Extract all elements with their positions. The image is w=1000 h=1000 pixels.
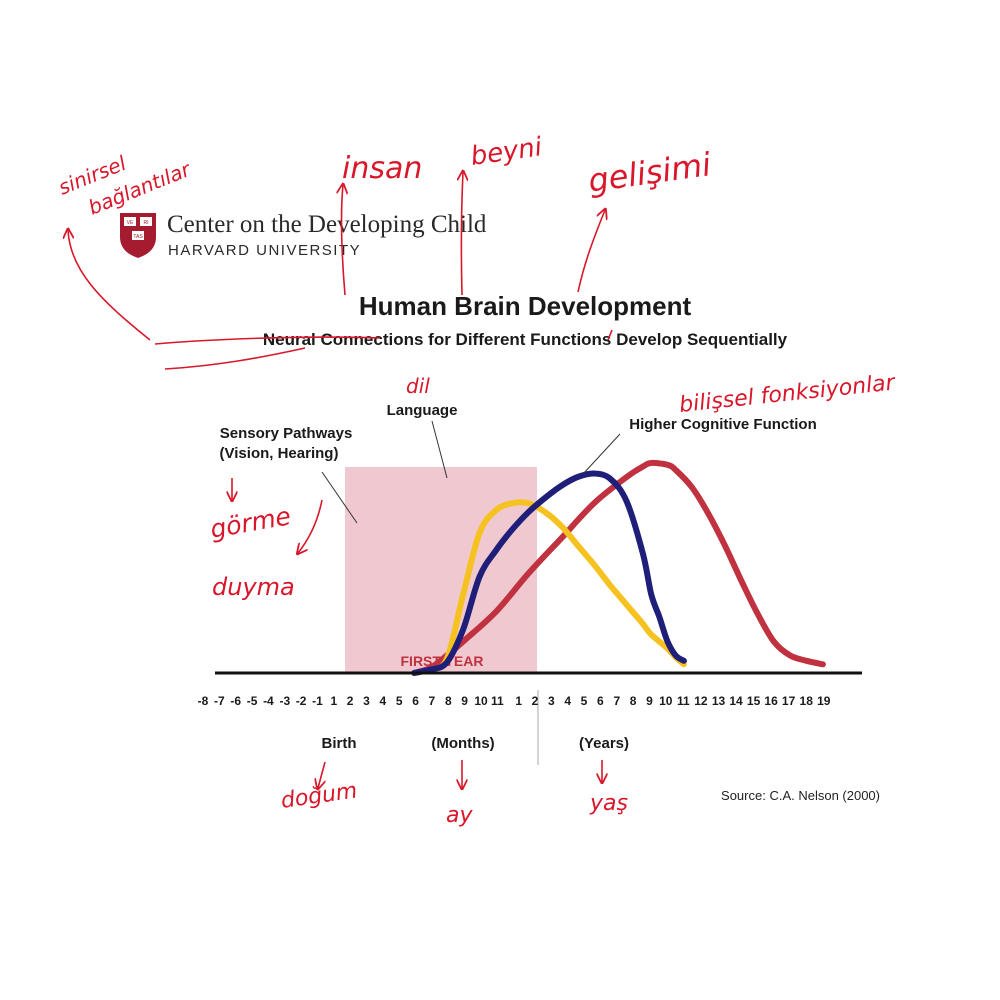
- x-tick-label: -8: [198, 694, 209, 708]
- series-cognitive-line: [411, 459, 826, 676]
- underline-neural-connections: [154, 336, 381, 345]
- arrow-human: [342, 185, 345, 296]
- hand-vision: görme: [208, 501, 293, 544]
- section-label-months: (Months): [431, 735, 494, 752]
- x-tick-label: 6: [597, 694, 604, 708]
- underline-stroke: [164, 347, 306, 370]
- x-tick-label: 8: [630, 694, 637, 708]
- legend-sensory: Sensory Pathways (Vision, Hearing): [220, 425, 358, 524]
- x-tick-label: 11: [491, 694, 504, 708]
- x-tick-label: 10: [474, 694, 488, 708]
- chart-title: Human Brain Development: [359, 291, 692, 321]
- x-tick-label: 2: [347, 694, 354, 708]
- x-tick-label: 9: [461, 694, 468, 708]
- tick-mark-subtitle: [607, 329, 613, 341]
- arrow-birth: [318, 761, 326, 788]
- x-tick-label: -7: [214, 694, 225, 708]
- legend-language: Language: [387, 402, 458, 479]
- arrow-development: [577, 210, 605, 293]
- x-tick-label: -1: [312, 694, 323, 708]
- x-tick-label: 12: [694, 694, 708, 708]
- x-tick-label: 3: [363, 694, 370, 708]
- legend-language-leader: [431, 420, 448, 479]
- hand-cognitive: bilişsel fonksiyonlar: [678, 370, 898, 418]
- x-tick-label: 16: [764, 694, 778, 708]
- hand-brain: beyni: [469, 132, 545, 172]
- x-tick-label: 14: [729, 694, 743, 708]
- hand-human: insan: [342, 151, 422, 186]
- hand-month: ay: [446, 803, 473, 828]
- section-label-years: (Years): [579, 735, 629, 752]
- x-tick-label: 3: [548, 694, 555, 708]
- x-tick-label: 1: [330, 694, 337, 708]
- hand-development: gelişimi: [586, 145, 714, 200]
- section-label-birth: Birth: [322, 735, 357, 752]
- series-sensory-line: [411, 499, 687, 676]
- x-tick-label: -3: [279, 694, 290, 708]
- logo-name: Center on the Developing Child: [167, 211, 487, 238]
- arrow-brain: [461, 172, 463, 296]
- x-tick-label: 6: [412, 694, 419, 708]
- hand-year: yaş: [589, 791, 628, 816]
- x-tick-label: -2: [296, 694, 307, 708]
- x-tick-label: -4: [263, 694, 274, 708]
- x-tick-label: 5: [396, 694, 403, 708]
- shield-text-2: RI: [144, 220, 149, 226]
- arrow-neural-connections: [68, 230, 151, 341]
- x-tick-label: -6: [230, 694, 241, 708]
- x-tick-label: 15: [747, 694, 761, 708]
- legend-sensory-line2: (Vision, Hearing): [220, 445, 339, 462]
- x-tick-label: 4: [380, 694, 387, 708]
- x-tick-label: 1: [515, 694, 522, 708]
- legend-sensory-line1: Sensory Pathways: [220, 425, 353, 442]
- hand-hearing: duyma: [212, 573, 295, 601]
- legend-cognitive-leader: [582, 433, 621, 475]
- legend-language-text: Language: [387, 402, 458, 419]
- x-tick-label: 13: [712, 694, 726, 708]
- harvard-logo: VE RI TAS Center on the Developing Child…: [120, 211, 487, 259]
- shield-text-3: TAS: [133, 234, 143, 240]
- chart-subtitle: Neural Connections for Different Functio…: [263, 330, 788, 349]
- legend-cognitive-text: Higher Cognitive Function: [629, 416, 817, 433]
- harvard-shield-icon: VE RI TAS: [120, 213, 156, 258]
- x-tick-label: -5: [247, 694, 258, 708]
- x-tick-label: 10: [659, 694, 673, 708]
- legend-sensory-leader: [321, 471, 358, 524]
- arrow-hearing: [298, 499, 323, 553]
- x-tick-label: 2: [532, 694, 539, 708]
- hand-language: dil: [406, 374, 430, 398]
- series-lines: [411, 459, 826, 676]
- x-tick-label: 4: [564, 694, 571, 708]
- x-tick-label: 7: [429, 694, 436, 708]
- legend-cognitive: Higher Cognitive Function: [582, 416, 817, 475]
- source-note: Source: C.A. Nelson (2000): [721, 788, 880, 803]
- first-year-band: [345, 467, 537, 673]
- x-tick-label: 9: [646, 694, 653, 708]
- logo-university: HARVARD UNIVERSITY: [168, 242, 361, 259]
- handwritten-annotations: sinirsel bağlantılar insan beyni gelişim…: [55, 132, 898, 828]
- x-tick-label: 19: [817, 694, 831, 708]
- x-tick-label: 8: [445, 694, 452, 708]
- shield-text-1: VE: [127, 220, 134, 226]
- x-tick-label: 17: [782, 694, 796, 708]
- x-tick-label: 11: [677, 694, 690, 708]
- series-language-line: [411, 470, 687, 676]
- x-tick-label: 18: [800, 694, 814, 708]
- x-tick-label: 5: [581, 694, 588, 708]
- x-tick-label: 7: [613, 694, 620, 708]
